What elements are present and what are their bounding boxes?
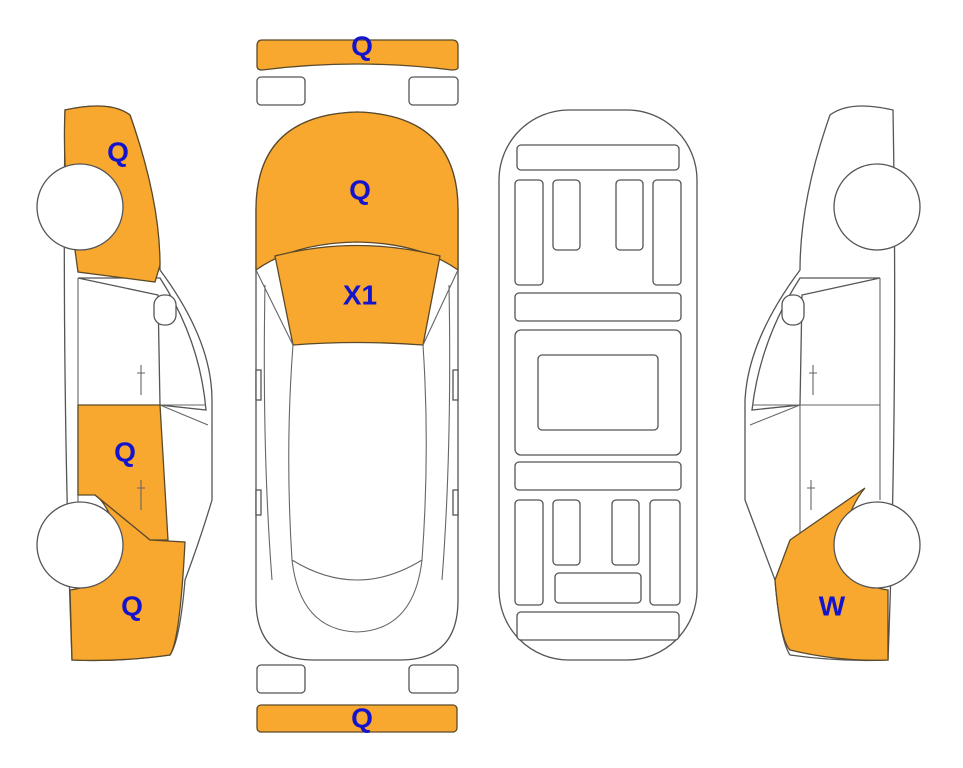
rear-bumper-panel[interactable] xyxy=(256,704,458,733)
rear-window xyxy=(291,559,423,633)
front-bumper-panel[interactable] xyxy=(256,39,459,71)
right-rear-wheel xyxy=(833,501,921,589)
handle-right xyxy=(452,489,459,516)
handle-left xyxy=(255,489,262,516)
a-pillars xyxy=(255,269,459,346)
rear-bumper-code: Q xyxy=(351,703,373,734)
right-rear-quarter-code: W xyxy=(819,591,846,622)
hood-panel[interactable] xyxy=(255,111,459,272)
roof-outline xyxy=(288,344,427,581)
left-rear-wheel xyxy=(36,501,124,589)
mirror-right xyxy=(452,369,459,401)
taillight-right xyxy=(408,664,459,694)
left-front-wheel xyxy=(36,163,124,251)
headlight-left xyxy=(256,76,306,106)
windshield-code: X1 xyxy=(343,280,377,311)
mirror-left xyxy=(255,369,262,401)
headlight-right xyxy=(408,76,459,106)
front-bumper-code: Q xyxy=(351,31,373,62)
underside-view xyxy=(498,109,698,661)
left-rear-quarter-code: Q xyxy=(121,591,143,622)
left-rear-door-code: Q xyxy=(114,437,136,468)
windshield-panel[interactable] xyxy=(274,244,441,346)
left-front-fender-code: Q xyxy=(107,137,129,168)
side-lines xyxy=(263,284,451,581)
right-front-wheel xyxy=(833,163,921,251)
left-door-handles xyxy=(137,365,145,510)
hood-code: Q xyxy=(349,175,371,206)
taillight-left xyxy=(256,664,306,694)
